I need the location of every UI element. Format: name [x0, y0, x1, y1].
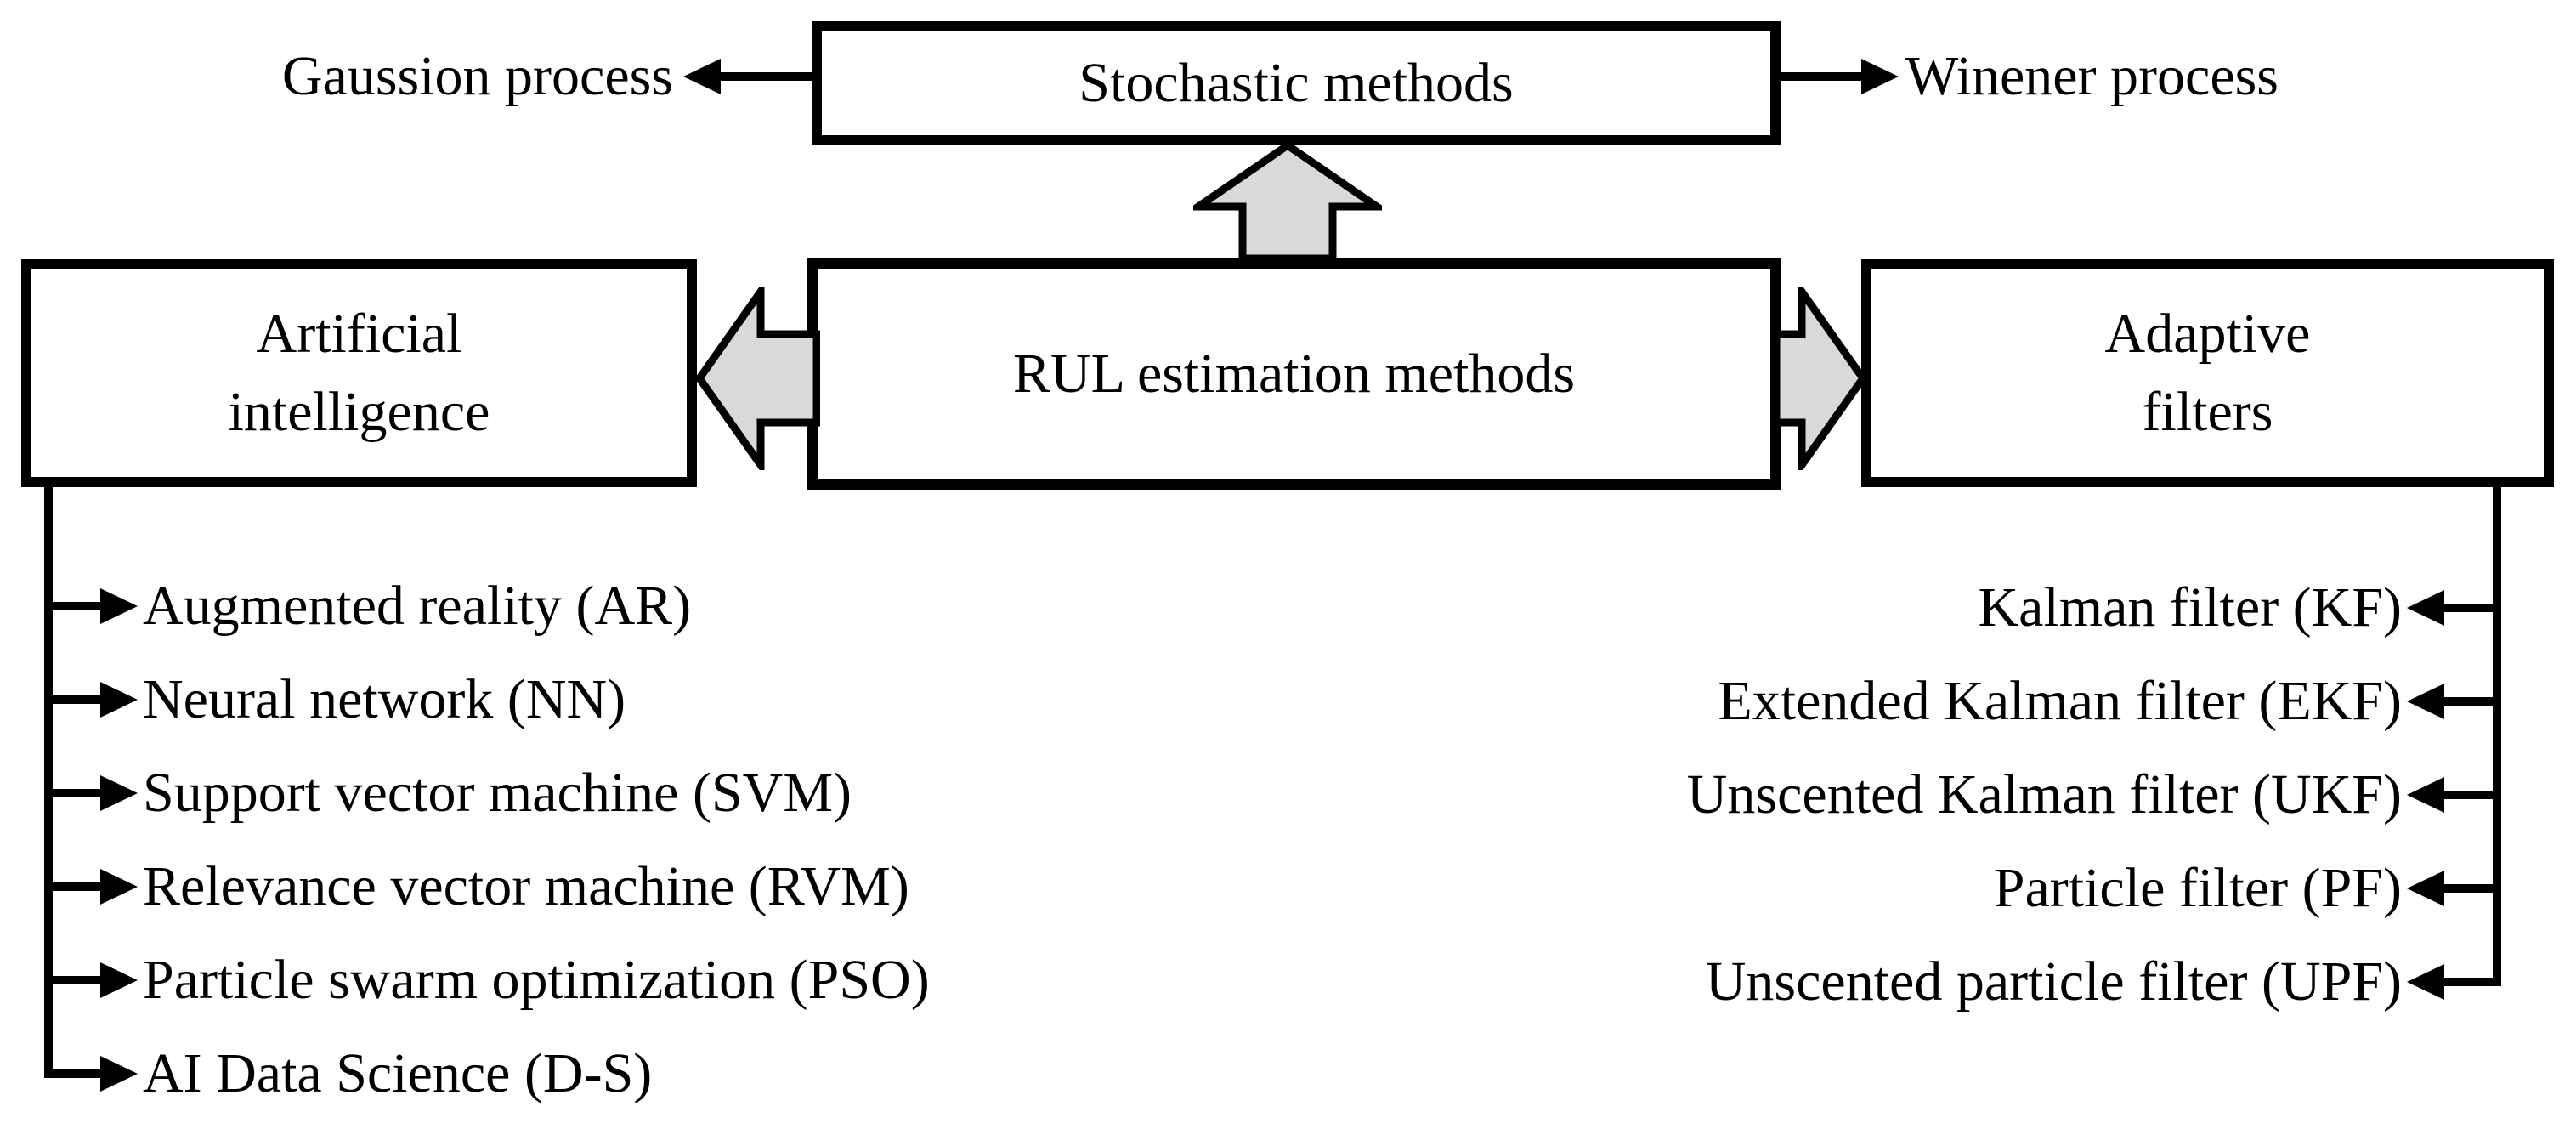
leaf-gaussion-process: Gaussion process — [281, 45, 673, 107]
left-branch-line — [44, 976, 100, 984]
right-branch-line — [2444, 884, 2501, 893]
left-list-item-svm: Support vector machine (SVM) — [143, 762, 852, 824]
left-list-item-rvm: Relevance vector machine (RVM) — [143, 855, 909, 917]
arrowhead-left-icon — [2407, 590, 2444, 626]
right-branch-line — [2444, 697, 2501, 706]
artificial-intelligence-label: Artificial intelligence — [229, 295, 490, 451]
artificial-intelligence-box: Artificial intelligence — [21, 259, 697, 487]
right-branch-trunk-line — [2493, 487, 2501, 986]
artificial-intelligence-label-line1: Artificial — [256, 303, 462, 365]
left-branch-line — [44, 602, 100, 610]
connector-winener-line — [1781, 72, 1861, 81]
arrowhead-right-icon — [100, 1056, 138, 1092]
adaptive-filters-label: Adaptive filters — [2105, 295, 2311, 451]
stochastic-methods-label: Stochastic methods — [1079, 52, 1514, 114]
left-branch-line — [44, 695, 100, 704]
arrowhead-right-icon — [100, 682, 138, 718]
stochastic-methods-box: Stochastic methods — [812, 21, 1781, 145]
right-list-item-kf: Kalman filter (KF) — [1978, 576, 2402, 638]
arrowhead-left-icon — [683, 59, 721, 94]
right-list-item-pf: Particle filter (PF) — [1993, 857, 2402, 919]
left-branch-line — [44, 882, 100, 891]
connector-gaussion-line — [721, 72, 812, 81]
adaptive-filters-label-line1: Adaptive — [2104, 303, 2311, 365]
right-list-item-ukf: Unscented Kalman filter (UKF) — [1686, 763, 2402, 825]
block-arrow-left-icon — [694, 287, 820, 470]
right-branch-line — [2444, 978, 2501, 986]
left-list-item-pso: Particle swarm optimization (PSO) — [143, 949, 930, 1011]
arrowhead-left-icon — [2407, 871, 2444, 906]
right-list-item-upf: Unscented particle filter (UPF) — [1705, 950, 2402, 1013]
arrowhead-right-icon — [1861, 59, 1899, 94]
arrowhead-left-icon — [2407, 964, 2444, 1000]
left-branch-trunk-line — [44, 487, 53, 1078]
arrowhead-right-icon — [100, 962, 138, 998]
left-list-item-ds: AI Data Science (D-S) — [143, 1042, 653, 1104]
right-list-item-ekf: Extended Kalman filter (EKF) — [1718, 670, 2402, 732]
arrowhead-right-icon — [100, 588, 138, 624]
artificial-intelligence-label-line2: intelligence — [228, 381, 490, 443]
left-list-item-nn: Neural network (NN) — [143, 668, 626, 730]
rul-estimation-methods-box: RUL estimation methods — [807, 258, 1781, 490]
right-branch-line — [2444, 791, 2501, 799]
arrowhead-right-icon — [100, 775, 138, 811]
block-arrow-right-icon — [1773, 287, 1868, 470]
left-branch-line — [44, 789, 100, 797]
right-branch-line — [2444, 604, 2501, 612]
left-branch-line — [44, 1069, 100, 1078]
arrowhead-left-icon — [2407, 684, 2444, 719]
adaptive-filters-box: Adaptive filters — [1861, 259, 2554, 487]
leaf-winener-process: Winener process — [1905, 45, 2279, 107]
rul-estimation-methods-label: RUL estimation methods — [1012, 343, 1576, 405]
block-arrow-up-icon — [1193, 140, 1382, 263]
arrowhead-left-icon — [2407, 777, 2444, 813]
left-list-item-ar: Augmented reality (AR) — [143, 575, 692, 637]
adaptive-filters-label-line2: filters — [2142, 381, 2273, 443]
arrowhead-right-icon — [100, 869, 138, 905]
